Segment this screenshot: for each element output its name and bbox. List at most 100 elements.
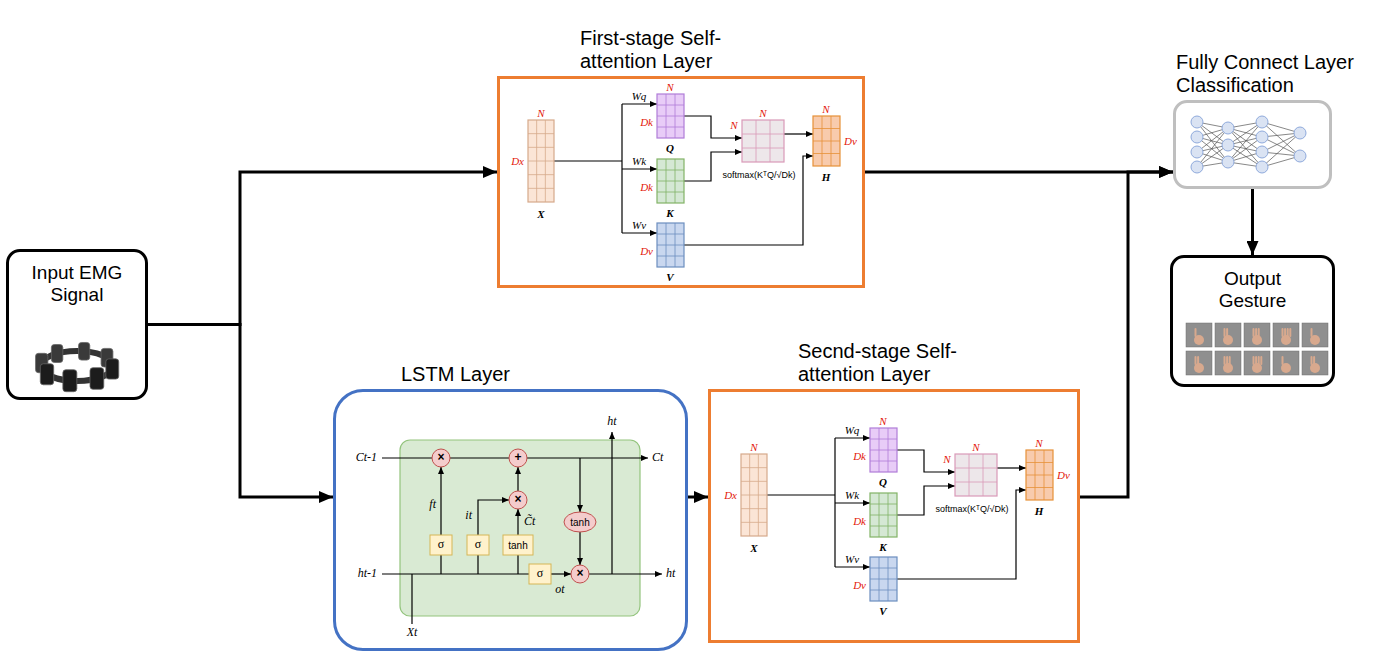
matrix-grid xyxy=(1026,475,1053,476)
matrix-grid xyxy=(657,170,684,171)
weight-label: Wv xyxy=(845,553,859,565)
flow-arrow xyxy=(688,496,708,499)
gesture-photo xyxy=(1244,351,1270,375)
dimension-label: N xyxy=(822,103,829,115)
armband-pod xyxy=(79,342,90,360)
weight-label: Wq xyxy=(845,424,860,436)
matrix-body xyxy=(657,159,684,203)
activation-ellipse xyxy=(564,512,596,532)
gesture-finger xyxy=(1229,356,1231,365)
gesture-photo xyxy=(1273,323,1299,347)
dimension-label: N xyxy=(666,81,673,93)
matrix-figure xyxy=(741,454,767,536)
gesture-finger xyxy=(1282,328,1284,337)
matrix-grid xyxy=(983,454,984,496)
matrix-grid xyxy=(756,120,757,162)
leader-line xyxy=(411,574,412,624)
matrix-label: X xyxy=(750,542,757,554)
dimension-label: Dv xyxy=(844,135,857,147)
network-neuron xyxy=(1191,146,1203,158)
gesture-photo xyxy=(1302,351,1328,375)
layer-heading: Fully Connect Layer Classification xyxy=(1176,51,1371,97)
matrix-grid xyxy=(528,161,554,162)
weight-label: Wq xyxy=(632,90,647,102)
network-neuron xyxy=(1191,161,1203,173)
operator-symbol: + xyxy=(514,451,521,464)
matrix-grid xyxy=(741,467,767,468)
matrix-grid xyxy=(528,147,554,148)
signal-label: Ct xyxy=(652,451,663,464)
layer-heading: First-stage Self-attention Layer xyxy=(580,27,795,73)
gesture-photo xyxy=(1186,351,1212,375)
gesture-finger xyxy=(1255,328,1257,337)
gate-symbol: σ xyxy=(475,538,481,551)
leader-line xyxy=(835,502,870,503)
gesture-finger xyxy=(1311,328,1313,337)
matrix-figure xyxy=(657,94,684,138)
lstm-cell-body xyxy=(400,440,640,616)
leader-line xyxy=(551,573,571,574)
signal-label: Xt xyxy=(407,626,418,639)
leader-line xyxy=(997,467,1026,468)
gesture-finger xyxy=(1224,328,1226,337)
matrix-body xyxy=(870,557,897,601)
dimension-label: Dv xyxy=(853,579,866,591)
gesture-finger xyxy=(1313,356,1315,365)
box-label: Output Gesture xyxy=(1208,268,1298,312)
matrix-label: V xyxy=(666,271,673,283)
matrix-body xyxy=(870,493,897,537)
leader-line xyxy=(897,450,955,472)
gesture-finger xyxy=(1255,356,1257,365)
matrix-grid xyxy=(870,439,897,440)
matrix-body xyxy=(870,428,897,472)
signal-label: ht-1 xyxy=(358,567,377,580)
leader-line xyxy=(622,232,657,233)
dimension-label: Dv xyxy=(640,245,653,257)
armband-pod xyxy=(40,364,53,385)
network-neuron xyxy=(1294,150,1306,162)
network-neuron xyxy=(1191,131,1203,143)
matrix-label: Q xyxy=(879,476,887,488)
weight-label: Wv xyxy=(632,219,646,231)
matrix-figure xyxy=(870,428,897,472)
leader-line xyxy=(517,467,518,491)
network-neuron xyxy=(1191,116,1203,128)
attention-figure xyxy=(528,94,840,267)
leader-line xyxy=(611,432,612,574)
gate-box xyxy=(430,535,452,555)
dimension-label: Dk xyxy=(640,181,653,193)
gesture-finger xyxy=(1258,356,1260,365)
matrix-grid xyxy=(870,515,897,516)
signal-label: ht xyxy=(607,415,616,428)
signal-label: it xyxy=(465,509,472,522)
armband-pod xyxy=(51,345,62,363)
matrix-grid xyxy=(657,181,684,182)
leader-line xyxy=(440,555,441,574)
signal-label: ft xyxy=(429,498,436,511)
dimension-label: N xyxy=(879,415,886,427)
leader-line xyxy=(897,490,1026,579)
gesture-finger xyxy=(1311,356,1313,365)
matrix-body xyxy=(955,454,997,496)
gesture-photo xyxy=(1215,323,1241,347)
matrix-grid xyxy=(1026,462,1053,463)
gate-box xyxy=(503,535,533,555)
matrix-label: V xyxy=(879,605,886,617)
leader-line xyxy=(835,566,870,567)
signal-label: ot xyxy=(555,583,564,596)
network-neuron xyxy=(1294,127,1306,139)
leader-line xyxy=(478,500,509,535)
network-neuron xyxy=(1256,131,1268,143)
matrix-grid xyxy=(870,568,897,569)
matrix-figure xyxy=(1026,450,1053,500)
matrix-grid xyxy=(657,116,684,117)
matrix-figure xyxy=(657,159,684,203)
gesture-photo xyxy=(1186,323,1212,347)
matrix-grid xyxy=(528,174,554,175)
matrix-body xyxy=(657,94,684,138)
operator-symbol: × xyxy=(514,493,521,506)
flow-arrow xyxy=(1251,189,1254,255)
gate-box xyxy=(467,535,489,555)
leader-line xyxy=(579,458,580,512)
